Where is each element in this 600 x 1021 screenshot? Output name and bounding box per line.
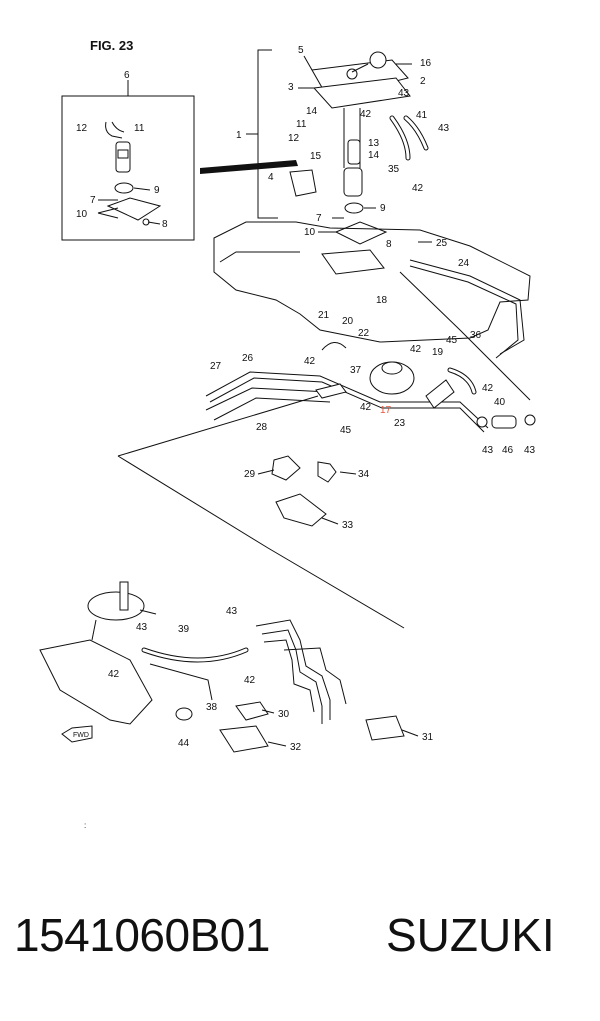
- callout-39: 39: [178, 624, 190, 635]
- callout-41: 41: [416, 110, 428, 121]
- clip-parts: [271, 455, 337, 527]
- callout-42a: 42: [360, 109, 372, 120]
- callout-42g: 42: [108, 669, 120, 680]
- pipe-assembly: [255, 619, 347, 724]
- figure-title: FIG. 23: [90, 38, 133, 53]
- callout-10b: 10: [304, 227, 316, 238]
- callout-30: 30: [278, 709, 290, 720]
- callout-8: 8: [162, 219, 168, 230]
- callout-35: 35: [388, 164, 400, 175]
- callout-28: 28: [256, 422, 268, 433]
- callout-14b: 14: [368, 150, 380, 161]
- callout-27: 27: [210, 361, 222, 372]
- callout-1: 1: [236, 130, 242, 141]
- callout-34: 34: [358, 469, 370, 480]
- callout-17-highlight: 17: [380, 405, 392, 416]
- throttle-body: [39, 581, 157, 725]
- callout-18: 18: [376, 295, 388, 306]
- callout-40: 40: [494, 397, 506, 408]
- scan-mark: :: [84, 821, 86, 830]
- callout-2: 2: [420, 76, 426, 87]
- callout-38: 38: [206, 702, 218, 713]
- callout-14a: 14: [306, 106, 318, 117]
- connector-line: [117, 455, 405, 629]
- parts-diagram: FIG. 23: [39, 38, 536, 830]
- canister-assembly: [315, 342, 536, 429]
- callout-43c: 43: [482, 445, 494, 456]
- part-number: 1541060B01: [14, 909, 270, 961]
- callout-31: 31: [422, 732, 434, 743]
- callout-7: 7: [90, 195, 96, 206]
- callout-33: 33: [342, 520, 354, 531]
- callout-10: 10: [76, 209, 88, 220]
- callout-32: 32: [290, 742, 302, 753]
- fuel-lines: [205, 259, 525, 433]
- callout-6: 6: [124, 70, 130, 81]
- callout-42f: 42: [360, 402, 372, 413]
- callout-12: 12: [76, 123, 88, 134]
- bracket-1: [257, 49, 278, 219]
- callout-5: 5: [298, 45, 304, 56]
- callout-15: 15: [310, 151, 322, 162]
- callout-7b: 7: [316, 213, 322, 224]
- callout-43e: 43: [226, 606, 238, 617]
- callout-44: 44: [178, 738, 190, 749]
- callout-12b: 12: [288, 133, 300, 144]
- callout-46: 46: [502, 445, 514, 456]
- callout-36: 36: [470, 330, 482, 341]
- callout-43d: 43: [524, 445, 536, 456]
- callout-3: 3: [288, 82, 294, 93]
- callout-43a: 43: [398, 88, 410, 99]
- callout-42e: 42: [482, 383, 494, 394]
- callout-42b: 42: [412, 183, 424, 194]
- callout-16: 16: [420, 58, 432, 69]
- fuel-pump-small: [97, 121, 162, 226]
- callout-22: 22: [358, 328, 370, 339]
- callout-43b: 43: [438, 123, 450, 134]
- clamp-parts-bottom: [175, 701, 405, 753]
- forward-arrow-icon: FWD: [61, 725, 93, 743]
- callout-42c: 42: [410, 344, 422, 355]
- callout-11b: 11: [296, 119, 307, 130]
- callout-24: 24: [458, 258, 470, 269]
- callout-23: 23: [394, 418, 406, 429]
- callout-13: 13: [368, 138, 380, 149]
- callout-8b: 8: [386, 239, 392, 250]
- callout-9: 9: [154, 185, 160, 196]
- callout-42h: 42: [244, 675, 256, 686]
- callout-45a: 45: [446, 335, 458, 346]
- callout-19: 19: [432, 347, 444, 358]
- leader-lines: [100, 55, 432, 747]
- callout-45b: 45: [340, 425, 352, 436]
- brand-name: SUZUKI: [386, 909, 555, 961]
- callout-21: 21: [318, 310, 330, 321]
- callout-20: 20: [342, 316, 354, 327]
- callout-29: 29: [244, 469, 256, 480]
- callout-37: 37: [350, 365, 362, 376]
- pump-plate-assembly: [289, 51, 411, 245]
- callout-4: 4: [268, 172, 274, 183]
- detail-arrow: [200, 160, 298, 174]
- callout-labels: 6 12 11 9 7 10 8 5 16 3 2 1 43 14 42 41 …: [76, 45, 536, 753]
- callout-9b: 9: [380, 203, 386, 214]
- fuel-tank: [213, 221, 531, 343]
- callout-11: 11: [134, 123, 145, 134]
- svg-text:FWD: FWD: [73, 732, 89, 739]
- callout-25: 25: [436, 238, 448, 249]
- callout-43f: 43: [136, 622, 148, 633]
- callout-26: 26: [242, 353, 254, 364]
- callout-42d: 42: [304, 356, 316, 367]
